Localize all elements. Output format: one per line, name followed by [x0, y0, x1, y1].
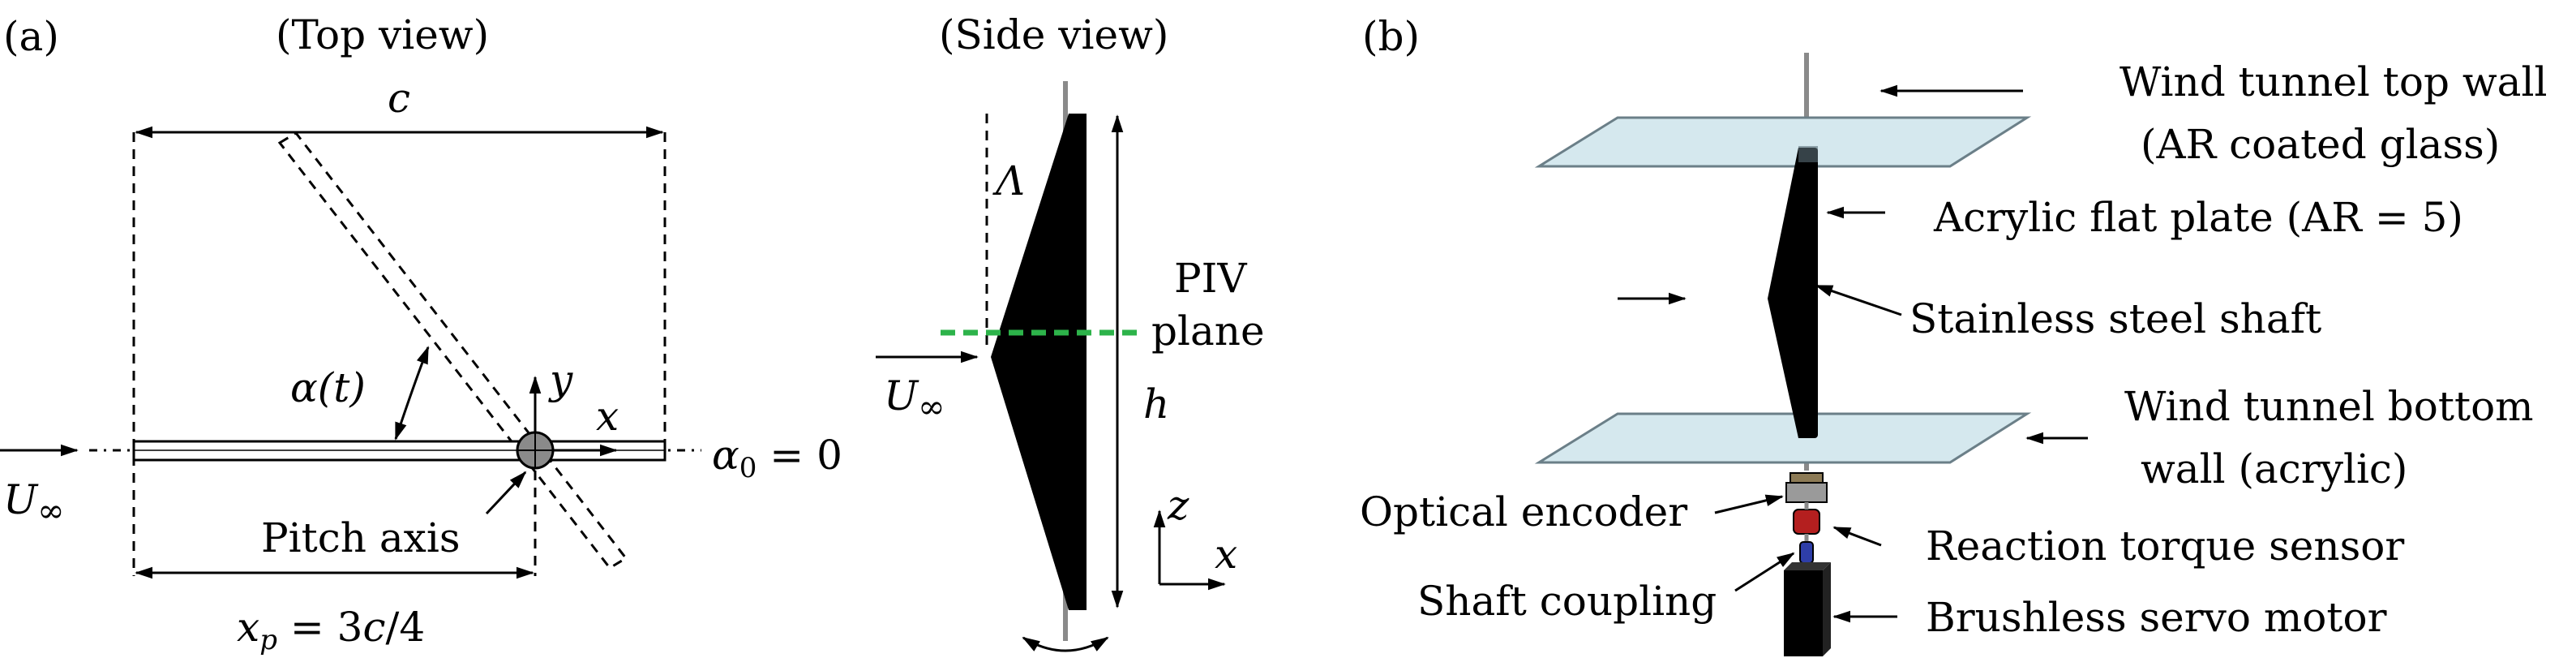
pitch-axis-label: Pitch axis — [261, 514, 460, 561]
encoder-callout — [1714, 494, 1784, 514]
bottom-wall-label-line1: Wind tunnel bottom — [2124, 383, 2534, 430]
brushless-servo-motor — [1784, 570, 1823, 656]
rotation-arrow — [1022, 636, 1109, 652]
sweep-angle-label: Λ — [992, 157, 1025, 204]
z-axis-label: z — [1167, 482, 1189, 529]
top-wall-glass — [1534, 116, 2032, 168]
piv-label-line2: plane — [1151, 307, 1265, 355]
xp-label: xp = 3c/4 — [237, 604, 425, 656]
pitched-plate-outline — [277, 131, 628, 570]
panel-b: (b) — [1360, 13, 2547, 656]
bottom-wall-acrylic — [1534, 412, 2032, 464]
torque-sensor-callout — [1832, 526, 1882, 547]
reaction-torque-sensor — [1793, 509, 1820, 535]
top-wall-label-line2: (AR coated glass) — [2141, 121, 2500, 168]
setup-diagram — [1534, 53, 2088, 656]
panel-b-label: (b) — [1362, 13, 1420, 60]
panel-a: (a) (Top view) c α(t) y x — [0, 11, 1265, 656]
top-view-title: (Top view) — [276, 11, 489, 58]
shaft-callout — [1815, 284, 1902, 316]
side-view-diagram: Λ PIV plane U∞ h z x — [876, 81, 1265, 652]
u-inf-side-label: U∞ — [884, 372, 945, 426]
y-axis-label: y — [548, 356, 573, 403]
panel-a-label: (a) — [3, 13, 59, 60]
alpha-angle-arc — [394, 346, 430, 441]
top-view-diagram: c α(t) y x U∞ α0 = 0 — [0, 75, 842, 656]
side-view-title: (Side view) — [939, 11, 1168, 58]
x-axis-label: x — [596, 393, 619, 440]
plate-label: Acrylic flat plate (AR = 5) — [1933, 194, 2463, 241]
acrylic-flat-plate — [1768, 148, 1808, 438]
encoder-label: Optical encoder — [1360, 488, 1687, 535]
swept-plate-side — [991, 114, 1087, 610]
pitch-axis-callout-arrow — [485, 471, 527, 515]
h-label: h — [1143, 381, 1169, 428]
bottom-wall-label-line2: wall (acrylic) — [2141, 445, 2407, 492]
alpha0-label: α0 = 0 — [712, 432, 842, 484]
coupling-callout — [1734, 552, 1795, 592]
alpha-label: α(t) — [290, 364, 366, 411]
u-inf-label: U∞ — [3, 476, 64, 530]
shaft-label: Stainless steel shaft — [1909, 295, 2321, 342]
shaft-coupling — [1799, 541, 1814, 564]
coupling-label: Shaft coupling — [1417, 578, 1717, 625]
motor-label: Brushless servo motor — [1926, 594, 2387, 641]
piv-label-line1: PIV — [1174, 255, 1247, 302]
x-axis-side-label: x — [1215, 531, 1237, 578]
chord-label: c — [388, 75, 410, 122]
optical-encoder — [1789, 472, 1824, 484]
top-wall-label-line1: Wind tunnel top wall — [2120, 58, 2547, 105]
torque-sensor-label: Reaction torque sensor — [1926, 523, 2404, 570]
